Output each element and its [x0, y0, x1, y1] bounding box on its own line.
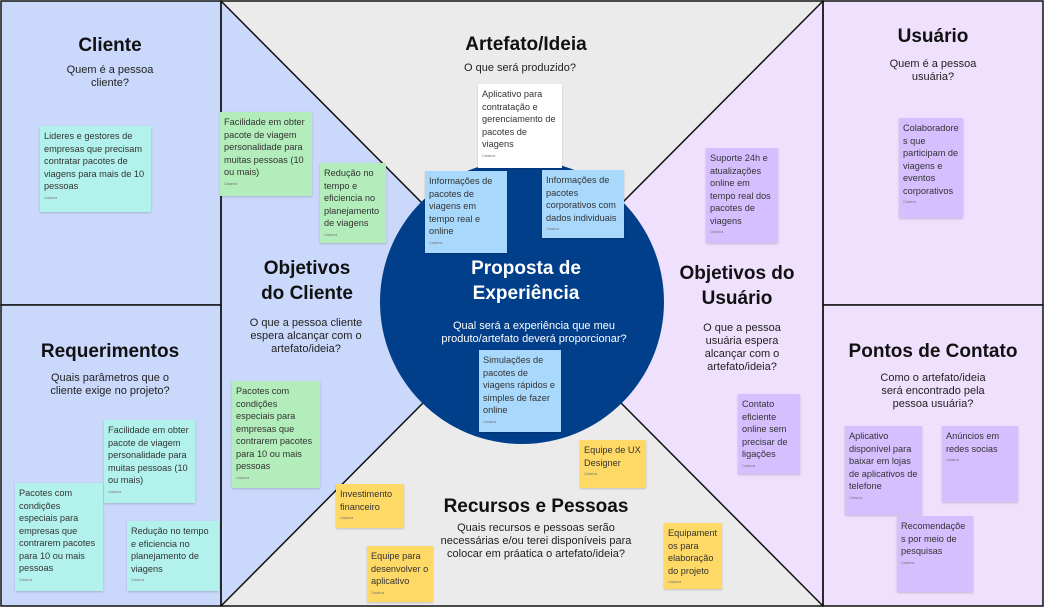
sticky-note-author: Catarina — [429, 240, 443, 245]
sticky-note-author: Catarina — [324, 232, 338, 237]
sticky-note-text: Equipe de UX Designer — [584, 445, 641, 468]
recursos-question: Quais recursos e pessoas serão necessári… — [440, 522, 632, 560]
sticky-note-author: Catarina — [901, 560, 915, 565]
sticky-note-author: Catarina — [849, 495, 863, 500]
cliente-question: Quem é a pessoa cliente? — [66, 64, 154, 89]
sticky-note-author: Catarina — [131, 578, 145, 582]
sticky-note-text: Investimento financeiro — [340, 489, 393, 512]
sticky-note-text: Recomendações por meio de pesquisas — [901, 521, 966, 556]
sticky-note[interactable]: Informações de pacotes corporativos com … — [542, 170, 624, 238]
sticky-note-text: Contato eficiente online sem precisar de… — [742, 399, 788, 459]
middle-border — [220, 0, 824, 607]
sticky-note-author: Catarina — [668, 580, 682, 584]
sticky-note-text: Pacotes com condições especiais para emp… — [236, 386, 313, 471]
sticky-note-text: Equipamentos para elaboração do projeto — [668, 528, 718, 576]
sticky-note[interactable]: Colaboradores que participam de viagens … — [899, 118, 963, 218]
sticky-note-text: Aplicativo para contratação e gerenciame… — [482, 89, 556, 149]
objetivos-cliente-title: Objetivos do Cliente — [261, 258, 353, 304]
sticky-note-author: Catarina — [19, 577, 33, 582]
objetivos-usuario-title: Objetivos do Usuário — [679, 263, 795, 309]
sticky-note-text: Anúncios em redes socias — [946, 431, 1000, 454]
sticky-note-author: Catarina — [903, 200, 917, 204]
sticky-note-text: Lideres e gestores de empresas que preci… — [44, 131, 145, 191]
sticky-note[interactable]: Facilidade em obter pacote de viagem per… — [220, 112, 312, 196]
proposta-question: Qual será a experiência que meu produto/… — [441, 320, 627, 345]
sticky-note[interactable]: Facilidade em obter pacote de viagem per… — [104, 420, 195, 503]
sticky-note[interactable]: Pacotes com condições especiais para emp… — [15, 483, 103, 591]
sticky-note-text: Aplicativo disponível para baixar em loj… — [849, 431, 918, 491]
sticky-note-author: Catarina — [742, 463, 756, 468]
artefato-question: O que será produzido? — [464, 62, 576, 74]
sticky-note[interactable]: Informações de pacotes de viagens em tem… — [425, 171, 507, 253]
sticky-note[interactable]: Lideres e gestores de empresas que preci… — [40, 126, 151, 212]
sticky-note-text: Pacotes com condições especiais para emp… — [19, 488, 96, 573]
sticky-note-text: Facilidade em obter pacote de viagem per… — [224, 117, 305, 177]
sticky-note[interactable]: Aplicativo disponível para baixar em loj… — [845, 426, 922, 515]
pontos-question: Como o artefato/ideia será encontrado pe… — [880, 372, 986, 410]
sticky-note-author: Catarina — [546, 227, 560, 231]
sticky-note[interactable]: Redução no tempo e eficiencia no planeja… — [127, 521, 219, 591]
sticky-note-text: Simulações de pacotes de viagens rápidos… — [483, 355, 556, 415]
sticky-note[interactable]: Aplicativo para contratação e gerenciame… — [478, 84, 562, 168]
sticky-note[interactable]: Suporte 24h e atualizações online em tem… — [706, 148, 778, 243]
requerimentos-question: Quais parâmetros que o cliente exige no … — [50, 372, 170, 397]
sticky-note[interactable]: Contato eficiente online sem precisar de… — [738, 394, 800, 474]
sticky-note-author: Catarina — [340, 516, 354, 520]
sticky-note-text: Informações de pacotes de viagens em tem… — [429, 176, 493, 236]
sticky-note[interactable]: Simulações de pacotes de viagens rápidos… — [479, 350, 561, 432]
usuario-title: Usuário — [897, 26, 969, 47]
sticky-note-author: Catarina — [108, 489, 122, 494]
sticky-note[interactable]: Pacotes com condições especiais para emp… — [232, 381, 320, 488]
sticky-note-text: Suporte 24h e atualizações online em tem… — [710, 153, 771, 226]
usuario-question: Quem é a pessoa usuária? — [889, 58, 977, 83]
sticky-note-author: Catarina — [483, 419, 497, 424]
sticky-note-author: Catarina — [584, 472, 598, 476]
sticky-note-author: Catarina — [224, 181, 238, 186]
sticky-note-author: Catarina — [44, 195, 58, 200]
sticky-note-author: Catarina — [710, 230, 724, 234]
sticky-note[interactable]: Redução no tempo e eficiencia no planeja… — [320, 163, 386, 243]
sticky-note-text: Colaboradores que participam de viagens … — [903, 123, 959, 196]
cliente-title: Cliente — [78, 35, 142, 56]
sticky-note-text: Informações de pacotes corporativos com … — [546, 175, 617, 223]
objetivos-cliente-question: O que a pessoa cliente espera alcançar c… — [249, 317, 363, 355]
sticky-note-author: Catarina — [371, 590, 385, 595]
artefato-title: Artefato/Ideia — [465, 34, 587, 55]
proposta-title: Proposta de Experiência — [471, 258, 581, 304]
recursos-title: Recursos e Pessoas — [443, 496, 629, 517]
sticky-note-text: Equipe para desenvolver o aplicativo — [371, 551, 429, 586]
sticky-note-text: Facilidade em obter pacote de viagem per… — [108, 425, 189, 485]
pontos-title: Pontos de Contato — [848, 341, 1018, 362]
sticky-note-text: Redução no tempo e eficiencia no planeja… — [324, 168, 380, 228]
sticky-note-text: Redução no tempo e eficiencia no planeja… — [131, 526, 209, 574]
sticky-note-author: Catarina — [946, 458, 960, 462]
sticky-note-author: Catarina — [236, 475, 250, 480]
objetivos-usuario-question: O que a pessoa usuária espera alcançar c… — [703, 322, 781, 373]
requerimentos-title: Requerimentos — [40, 341, 180, 362]
sticky-note-author: Catarina — [482, 153, 496, 158]
